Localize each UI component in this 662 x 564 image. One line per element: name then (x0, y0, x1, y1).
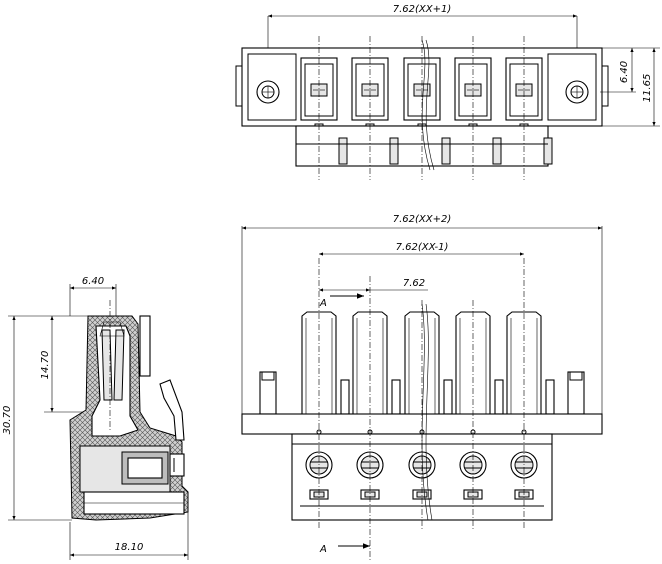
section-label-bottom: A (319, 544, 327, 555)
front-plug-fingers (301, 311, 555, 415)
front-overall-dimension: 7.62(XX+2) (393, 214, 452, 225)
top-comb-slots (338, 137, 553, 165)
top-side-large-dimension: 11.65 (642, 74, 653, 103)
front-divider (443, 379, 453, 415)
side-height-inner-dimension: 14.70 (40, 351, 51, 380)
top-comb-slot (389, 137, 399, 165)
side-section-view: 6.40 14.70 30.70 18.10 (2, 276, 189, 560)
top-comb-slot (543, 137, 553, 165)
top-view: 7.62(XX+1) 6.40 (235, 4, 660, 171)
section-label-top: A (319, 298, 327, 309)
side-height-total-dimension: 30.70 (2, 406, 13, 435)
front-divider (391, 379, 401, 415)
top-width-dimension: 7.62(XX+1) (393, 4, 452, 15)
top-comb-slot (338, 137, 348, 165)
left-screw-hole (256, 80, 280, 104)
front-inner-dimension: 7.62(XX-1) (396, 242, 449, 253)
right-screw-hole (565, 80, 589, 104)
top-comb-slot (492, 137, 502, 165)
top-pole-cells (300, 57, 543, 131)
front-pitch-dimension: 7.62 (403, 278, 425, 289)
front-divider (340, 379, 350, 415)
front-divider (494, 379, 504, 415)
center-lines (109, 36, 525, 560)
side-width-top-dimension: 6.40 (82, 276, 104, 287)
side-width-bottom-dimension: 18.10 (115, 542, 144, 553)
top-side-small-dimension: 6.40 (619, 61, 630, 83)
side-latch (159, 379, 185, 441)
top-comb-slot (441, 137, 451, 165)
front-divider (545, 379, 555, 415)
